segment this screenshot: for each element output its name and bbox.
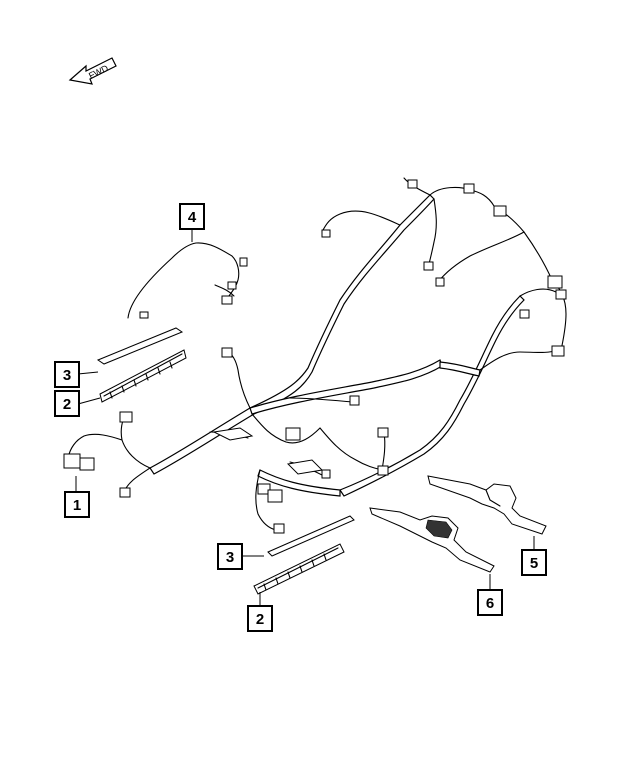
svg-text:4: 4 <box>188 209 197 226</box>
overhead-harness <box>127 242 248 319</box>
sill-channel-left <box>99 349 187 403</box>
callout-3-bottom: 3 <box>217 543 243 570</box>
svg-text:2: 2 <box>63 396 71 413</box>
floor-cover <box>427 475 547 535</box>
svg-text:5: 5 <box>530 555 538 572</box>
svg-text:6: 6 <box>486 595 494 612</box>
sill-strip-bottom <box>267 515 355 557</box>
svg-text:2: 2 <box>256 611 264 628</box>
sill-channel-bottom <box>253 543 345 595</box>
callout-2-left: 2 <box>54 390 80 417</box>
svg-text:3: 3 <box>63 367 71 384</box>
callout-5: 5 <box>521 549 547 576</box>
callout-6: 6 <box>477 589 503 616</box>
fwd-arrow-icon: FWD <box>68 57 117 85</box>
svg-text:1: 1 <box>73 497 81 514</box>
body-harness <box>63 177 567 534</box>
callout-4: 4 <box>179 203 205 230</box>
floor-shield <box>369 507 495 573</box>
sill-strip-left <box>96 327 184 365</box>
callout-2-bottom: 2 <box>247 605 273 632</box>
svg-text:3: 3 <box>226 549 234 566</box>
callout-3-left: 3 <box>54 361 80 388</box>
callout-1: 1 <box>64 491 90 518</box>
